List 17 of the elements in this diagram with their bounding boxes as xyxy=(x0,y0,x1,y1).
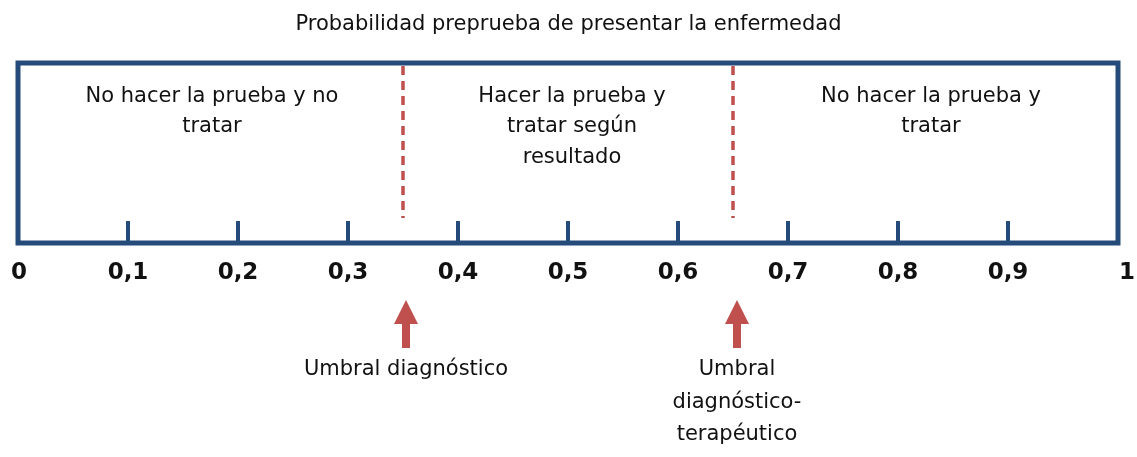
tick-label: 0 xyxy=(10,258,28,284)
tick-label: 0,5 xyxy=(546,258,590,284)
threshold-label: Umbral diagnóstico-terapéutico xyxy=(652,352,822,450)
tick-label: 0,6 xyxy=(656,258,700,284)
title: Probabilidad preprueba de presentar la enfermedad xyxy=(294,10,843,37)
tick-label: 0,2 xyxy=(216,258,260,284)
tick-label: 0,8 xyxy=(876,258,920,284)
threshold-label: Umbral diagnóstico xyxy=(256,352,556,385)
tick-label: 1 xyxy=(1118,258,1136,284)
tick-label: 0,3 xyxy=(326,258,370,284)
region-label: Hacer la prueba y tratar según resultado xyxy=(477,82,667,170)
region-label: No hacer la prueba y no tratar xyxy=(84,82,340,140)
tick-label: 0,4 xyxy=(436,258,480,284)
tick-label: 0,1 xyxy=(106,258,150,284)
region-label: No hacer la prueba y tratar xyxy=(819,82,1043,140)
tick-label: 0,9 xyxy=(986,258,1030,284)
tick-label: 0,7 xyxy=(766,258,810,284)
